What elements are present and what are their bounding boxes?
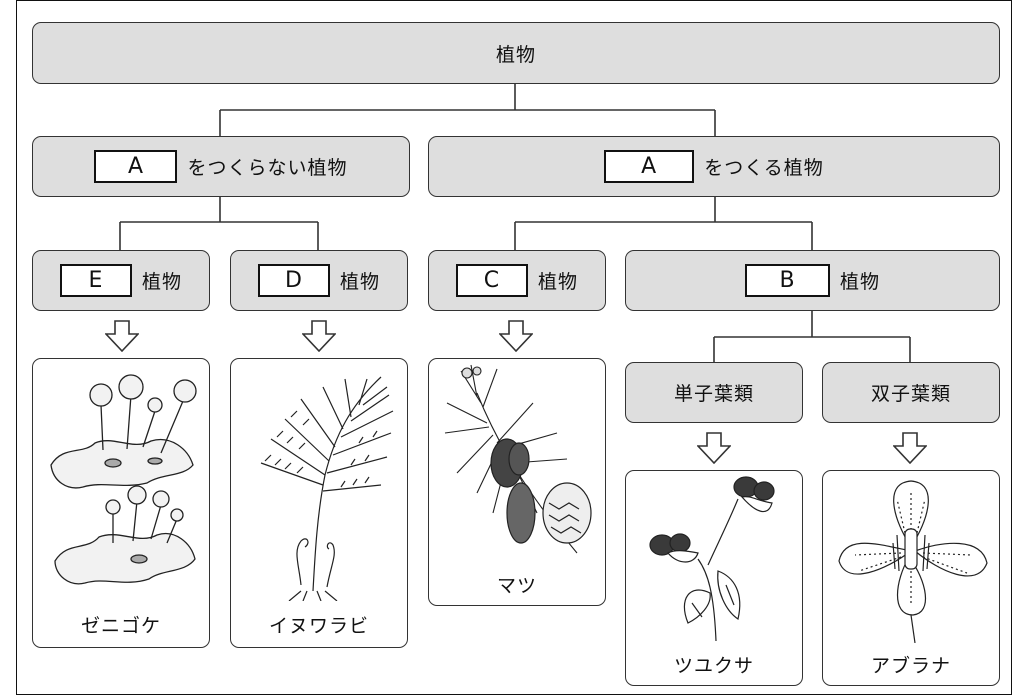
dicot-box: 双子葉類 — [822, 362, 1000, 423]
example-name-rapeseed: アブラナ — [870, 655, 951, 677]
down-arrow-icon — [105, 320, 139, 352]
non-seed-plants-box: A をつくらない植物 — [32, 136, 410, 197]
group-e-box: E 植物 — [32, 250, 210, 311]
down-arrow-icon — [499, 320, 533, 352]
down-arrow-icon — [893, 432, 927, 464]
blank-box-c: C — [455, 264, 528, 297]
example-name-fern: イヌワラビ — [268, 615, 369, 637]
group-b-box: B 植物 — [625, 250, 1000, 311]
group-c-box: C 植物 — [428, 250, 606, 311]
group-c-label: 植物 — [537, 271, 578, 293]
example-name-dayflower: ツユクサ — [673, 655, 754, 677]
example-card-pine: マツ — [428, 358, 606, 606]
blank-box-d: D — [257, 264, 330, 297]
fern-illustration — [260, 376, 394, 601]
monocot-label: 単子葉類 — [673, 383, 754, 405]
blank-box-b: B — [744, 264, 830, 297]
example-card-rapeseed: アブラナ — [822, 470, 1000, 686]
rapeseed-flower-illustration — [838, 480, 988, 643]
blank-box-a: A — [604, 150, 695, 183]
down-arrow-icon — [697, 432, 731, 464]
seed-plants-label: をつくる植物 — [704, 157, 824, 179]
blank-box-a: A — [94, 150, 178, 183]
group-b-label: 植物 — [839, 271, 880, 293]
example-card-fern: イヌワラビ — [230, 358, 408, 648]
group-e-label: 植物 — [141, 271, 182, 293]
diagram-frame — [16, 0, 1012, 695]
pine-illustration — [444, 364, 592, 554]
non-seed-plants-label: をつくらない植物 — [187, 157, 348, 179]
monocot-box: 単子葉類 — [625, 362, 803, 423]
blank-box-e: E — [59, 264, 132, 297]
liverwort-illustration — [50, 374, 197, 585]
dicot-label: 双子葉類 — [870, 383, 951, 405]
example-name-liverwort: ゼニゴケ — [80, 615, 161, 637]
group-d-box: D 植物 — [230, 250, 408, 311]
example-name-pine: マツ — [496, 575, 537, 597]
dayflower-illustration — [649, 476, 775, 641]
root-label: 植物 — [495, 43, 536, 66]
seed-plants-box: A をつくる植物 — [428, 136, 1000, 197]
down-arrow-icon — [302, 320, 336, 352]
root-box: 植物 — [32, 22, 1000, 84]
group-d-label: 植物 — [339, 271, 380, 293]
example-card-liverwort: ゼニゴケ — [32, 358, 210, 648]
example-card-dayflower: ツユクサ — [625, 470, 803, 686]
